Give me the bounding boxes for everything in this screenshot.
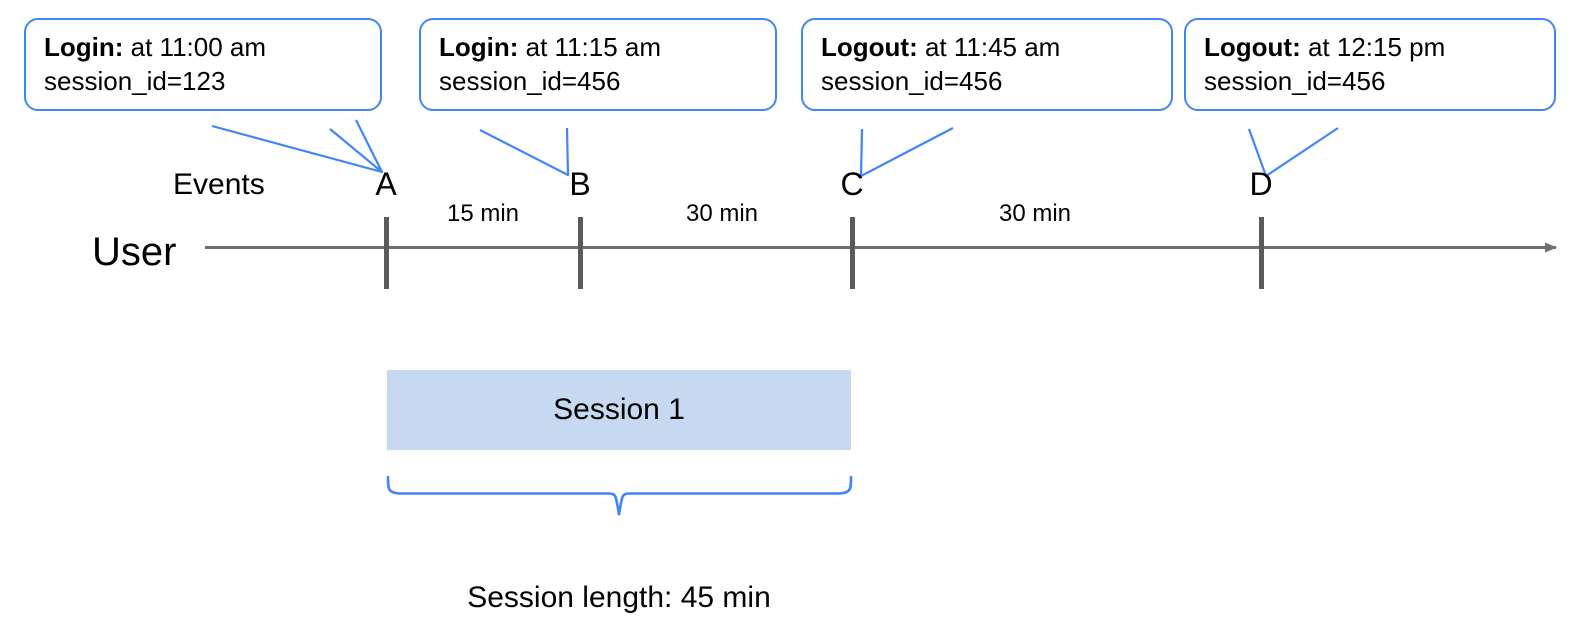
- callout-session-id: session_id=456: [1204, 66, 1386, 97]
- duration-label-cd: 30 min: [998, 200, 1072, 227]
- event-label-b: B: [569, 166, 591, 202]
- callout-session-id: session_id=123: [44, 66, 226, 97]
- event-label-d: D: [1249, 166, 1273, 202]
- callout-tail-b: [479, 127, 570, 177]
- session-length-brace: [386, 475, 853, 516]
- callout-detail: at 11:45 am: [917, 32, 1061, 62]
- event-tick-d: [1259, 217, 1264, 289]
- callout-session-id: session_id=456: [439, 66, 621, 97]
- duration-label-bc: 30 min: [685, 200, 759, 227]
- callout-tail-c: [859, 127, 954, 178]
- events-row-label: Events: [173, 168, 265, 201]
- event-tick-b: [578, 217, 583, 289]
- callout-login-a: Login: at 11:00 am session_id=123: [24, 18, 382, 111]
- callout-session-id: session_id=456: [821, 66, 1003, 97]
- callout-login-b: Login: at 11:15 am session_id=456: [419, 18, 777, 111]
- callout-logout-d: Logout: at 12:15 pm session_id=456: [1184, 18, 1556, 111]
- event-label-a: A: [375, 166, 397, 202]
- callout-label: Logout:: [1204, 32, 1301, 62]
- event-tick-a: [384, 217, 389, 289]
- callout-label: Logout:: [821, 32, 918, 62]
- session-bar-label: Session 1: [553, 393, 685, 426]
- callout-tail-a-head: [329, 119, 384, 174]
- callout-label: Login:: [439, 32, 519, 62]
- callout-detail: at 12:15 pm: [1300, 32, 1446, 62]
- event-tick-c: [850, 217, 855, 289]
- user-row-label: User: [92, 230, 177, 274]
- session-bar: Session 1: [387, 370, 851, 450]
- callout-tail-a: [211, 124, 383, 174]
- event-label-c: C: [840, 166, 864, 202]
- callout-label: Login:: [44, 32, 124, 62]
- callout-detail: at 11:15 am: [518, 32, 662, 62]
- session-length-caption: Session length: 45 min: [467, 581, 771, 614]
- callout-logout-c: Logout: at 11:45 am session_id=456: [801, 18, 1173, 111]
- callout-detail: at 11:00 am: [123, 32, 267, 62]
- duration-label-ab: 15 min: [446, 200, 520, 227]
